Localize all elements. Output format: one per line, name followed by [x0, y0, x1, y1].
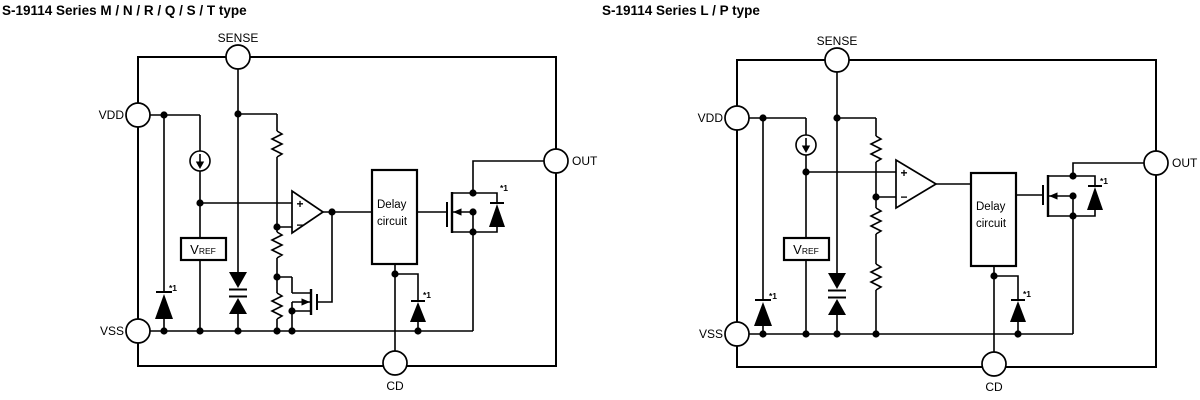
output-mosfet-icon	[446, 192, 462, 233]
pin-cd	[981, 351, 1007, 377]
output-mosfet-icon	[1042, 175, 1058, 217]
junction-dots	[160, 110, 477, 335]
resistor-icon	[869, 207, 883, 235]
delay-circuit-block: Delay circuit	[969, 171, 1018, 268]
pin-label-cd: CD	[386, 379, 404, 393]
comparator-minus-label: −	[900, 190, 907, 204]
zener-pair-icon	[229, 272, 247, 314]
diagram-lp: S-19114 Series L / P type	[602, 3, 1198, 394]
resistor-icon	[270, 292, 284, 320]
resistor-icon	[270, 130, 284, 158]
pin-sense	[225, 44, 251, 70]
esd-diode-icon	[754, 299, 772, 326]
comparator-symbol: + −	[895, 158, 938, 210]
pin-label-out: OUT	[1172, 156, 1198, 170]
pin-label-vss: VSS	[699, 327, 723, 341]
pin-label-vdd: VDD	[698, 111, 724, 125]
pin-label-cd: CD	[985, 380, 1003, 394]
chip-outline	[137, 56, 557, 367]
pin-label-vdd: VDD	[99, 108, 125, 122]
pin-out	[543, 148, 569, 174]
delay-label-line2: circuit	[976, 218, 1007, 230]
footnote-marker: *1	[769, 291, 777, 301]
pin-label-out: OUT	[572, 154, 598, 168]
vref-block: VREF	[782, 236, 831, 262]
pin-label-vss: VSS	[100, 324, 124, 338]
pin-sense	[824, 47, 850, 73]
current-source-icon	[189, 150, 211, 172]
cd-diode-icon	[410, 300, 426, 322]
vref-sub: REF	[802, 246, 819, 256]
bypass-mosfet-icon	[301, 289, 318, 315]
footnote-marker: *1	[1023, 289, 1031, 299]
resistor-icon	[270, 231, 284, 259]
wire	[150, 69, 544, 351]
vref-sub: REF	[199, 246, 216, 256]
diagram-mnrqst: S-19114 Series M / N / R / Q / S / T typ…	[2, 3, 598, 393]
pin-vss	[125, 318, 151, 344]
vref-main: V	[190, 242, 199, 257]
wire	[749, 72, 1144, 352]
footnote-marker: *1	[1100, 176, 1108, 186]
cd-diode-icon	[1010, 299, 1026, 322]
delay-label-line1: Delay	[976, 201, 1006, 213]
pin-vdd	[125, 102, 151, 128]
vref-label: VREF	[793, 242, 819, 257]
vref-block: VREF	[179, 236, 228, 262]
pin-vdd	[724, 105, 750, 131]
comparator-symbol: + −	[291, 189, 325, 235]
esd-diode-icon	[155, 291, 173, 319]
chip-outline	[736, 59, 1157, 368]
resistor-icon	[869, 263, 883, 291]
pin-label-sense: SENSE	[817, 34, 858, 48]
body-diode-icon	[1087, 185, 1103, 210]
resistor-icon	[869, 135, 883, 163]
junction-dots	[759, 114, 1077, 338]
diagram-title: S-19114 Series M / N / R / Q / S / T typ…	[2, 3, 247, 18]
current-source-icon	[795, 134, 817, 156]
vref-main: V	[793, 242, 802, 257]
vref-label: VREF	[190, 242, 216, 257]
pin-cd	[382, 350, 408, 376]
comparator-minus-label: −	[296, 218, 303, 232]
diagram-title: S-19114 Series L / P type	[602, 3, 760, 18]
comparator-plus-label: +	[296, 197, 303, 211]
pin-vss	[724, 321, 750, 347]
comparator-plus-label: +	[900, 166, 907, 180]
footnote-marker: *1	[423, 290, 431, 300]
delay-label-line1: Delay	[377, 199, 407, 211]
pin-out	[1143, 150, 1169, 176]
footnote-marker: *1	[500, 183, 508, 193]
footnote-marker: *1	[169, 283, 177, 293]
pin-label-sense: SENSE	[218, 31, 259, 45]
body-diode-icon	[489, 202, 505, 227]
zener-pair-icon	[828, 273, 846, 315]
delay-circuit-block: Delay circuit	[370, 168, 419, 266]
delay-label-line2: circuit	[377, 216, 408, 228]
